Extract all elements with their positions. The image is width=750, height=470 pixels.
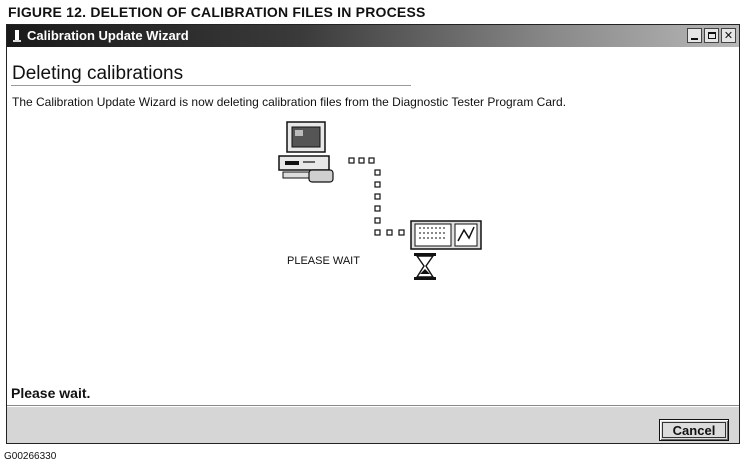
title-bar[interactable]: Calibration Update Wizard ✕ [7,25,739,47]
page-heading: Deleting calibrations [12,63,184,84]
wizard-icon [13,30,21,42]
hourglass-icon [414,253,436,280]
data-transfer-icon [348,157,405,236]
close-button[interactable]: ✕ [721,28,736,43]
diagnostic-tester-icon [410,220,482,250]
please-wait-caption: PLEASE WAIT [287,255,360,267]
maximize-button[interactable] [704,28,719,43]
description-text: The Calibration Update Wizard is now del… [12,95,567,109]
maximize-icon [707,32,716,39]
status-text: Please wait. [11,385,91,401]
image-code: G00266330 [4,451,57,462]
computer-icon [278,121,334,183]
minimize-icon [691,37,698,40]
heading-divider [11,85,411,86]
minimize-button[interactable] [687,28,702,43]
window-title: Calibration Update Wizard [27,28,189,43]
button-bar: Cancel [7,407,739,443]
wizard-window: Calibration Update Wizard ✕ Deleting cal… [6,24,740,444]
close-icon: ✕ [723,29,734,42]
footer-divider [7,405,739,406]
cancel-button[interactable]: Cancel [659,419,729,441]
figure-caption: FIGURE 12. DELETION OF CALIBRATION FILES… [8,4,426,20]
deletion-illustration [278,121,482,280]
